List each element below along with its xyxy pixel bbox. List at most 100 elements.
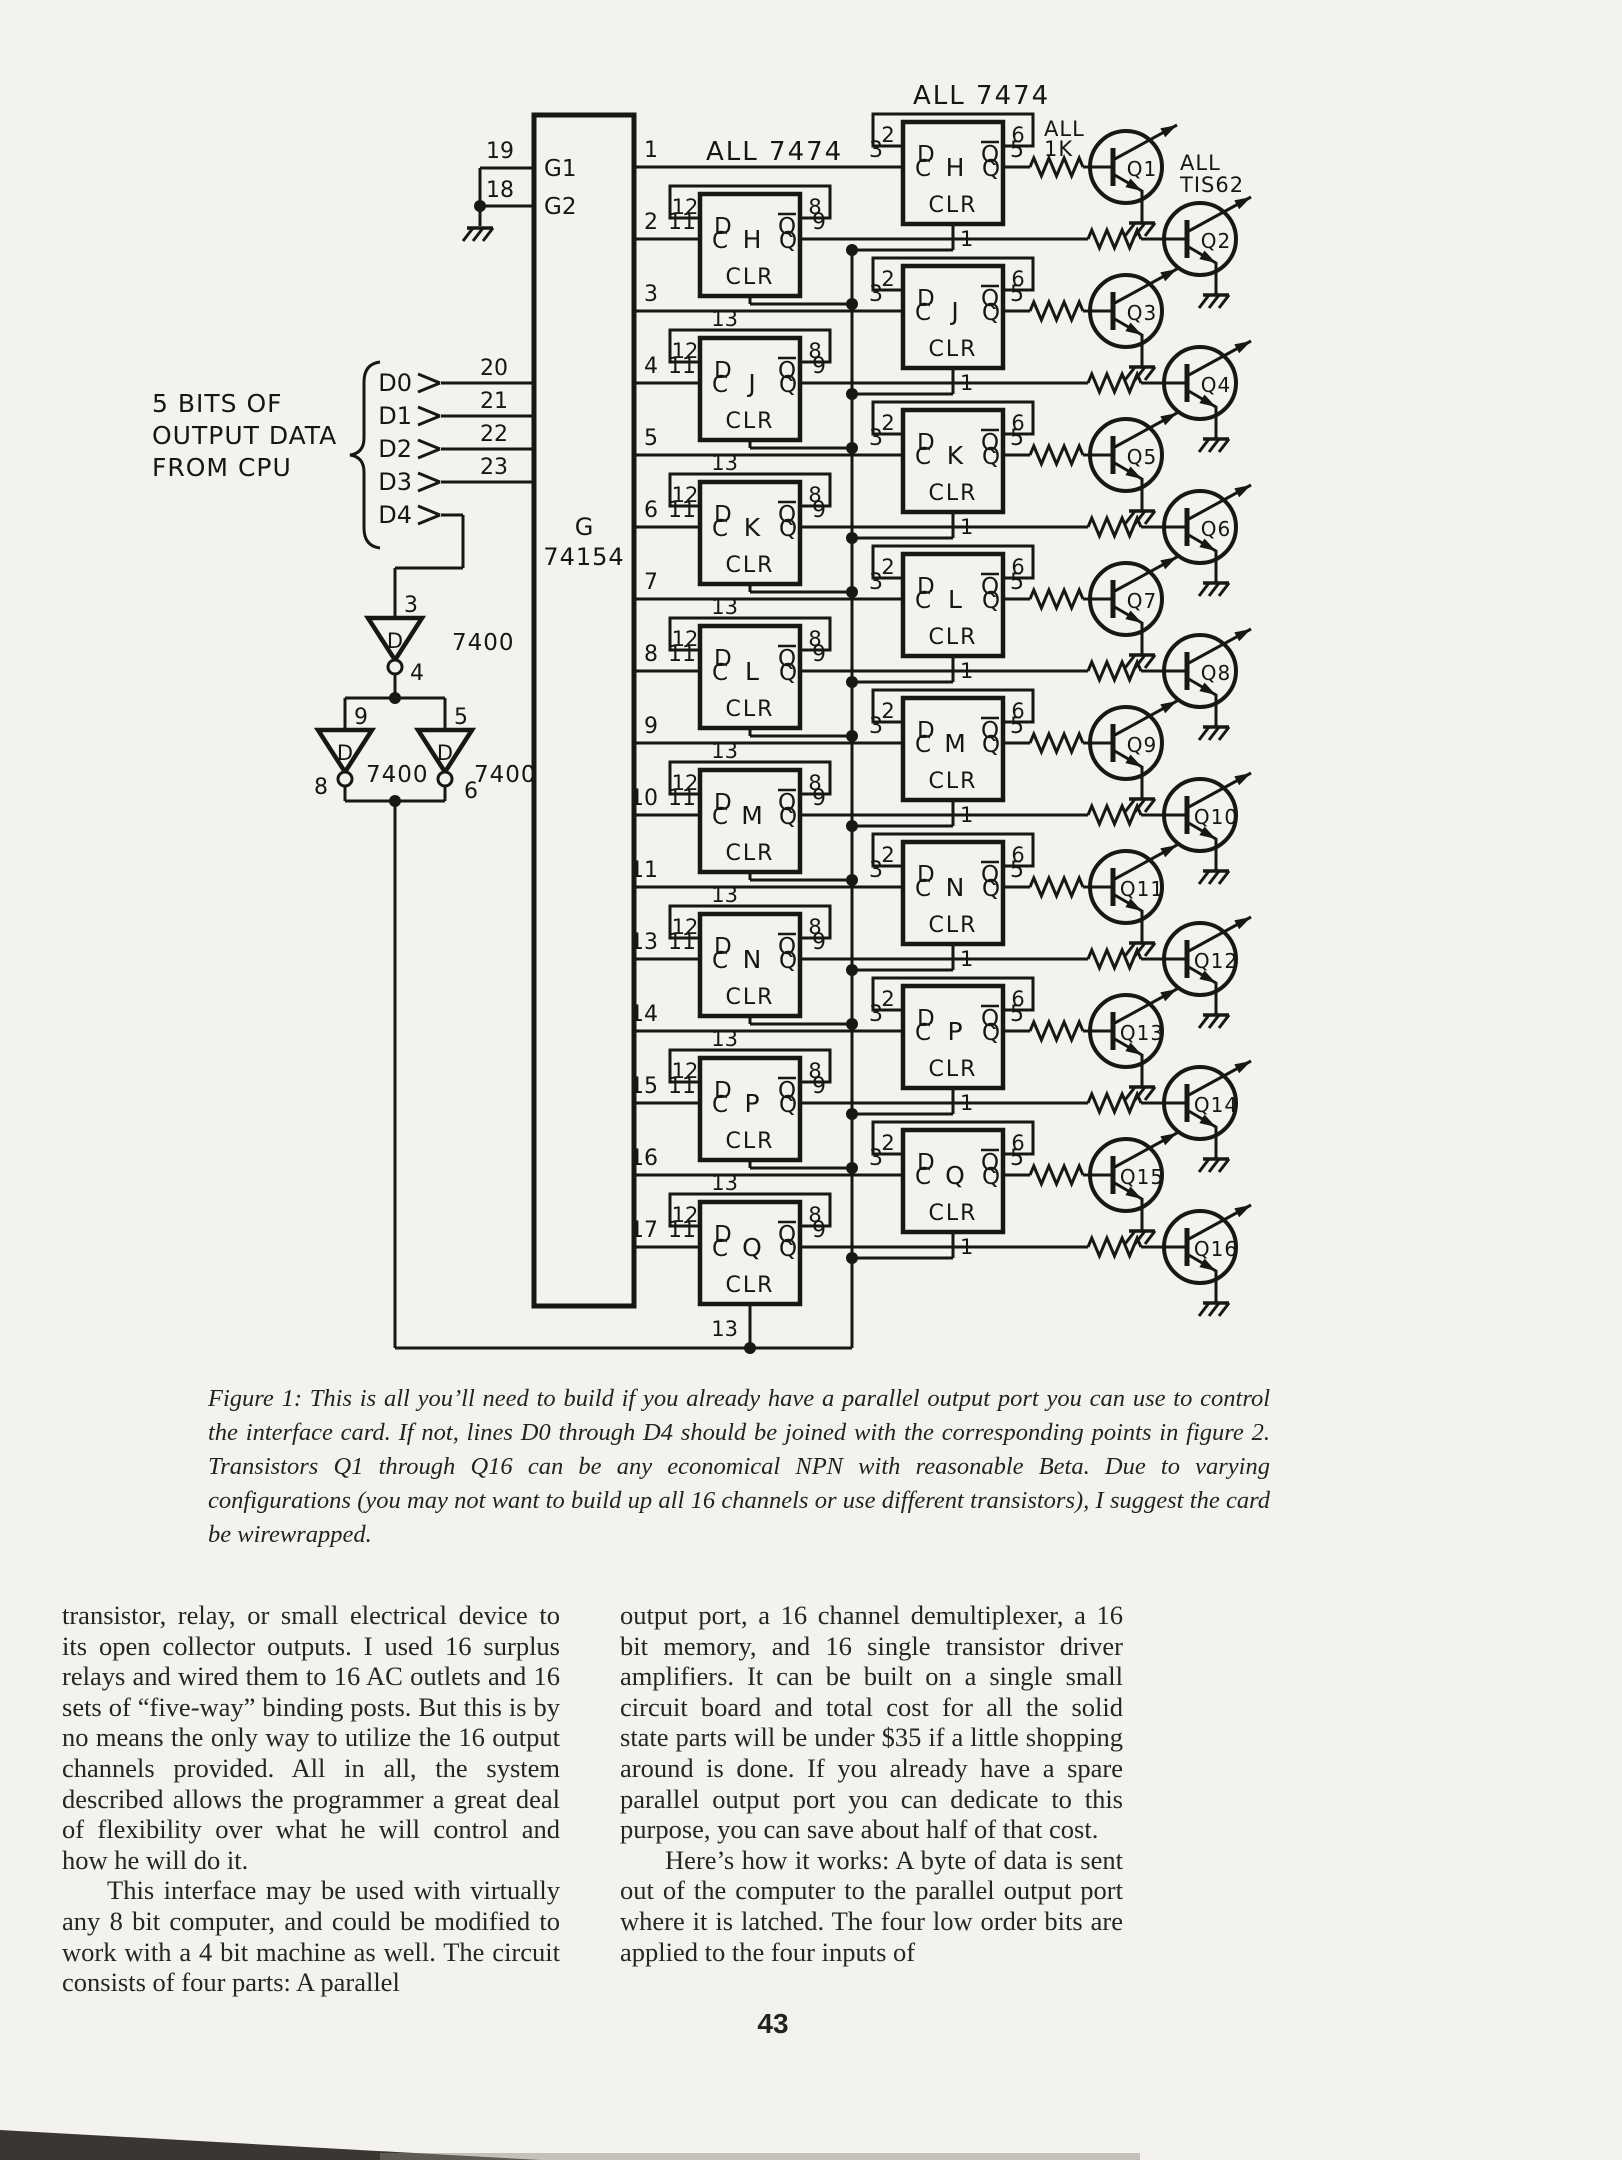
svg-text:CLR: CLR	[726, 265, 775, 290]
svg-text:Q: Q	[982, 588, 1000, 614]
svg-text:11: 11	[668, 1074, 696, 1099]
svg-text:5: 5	[644, 426, 658, 451]
svg-text:12: 12	[672, 771, 699, 795]
svg-text:D: D	[917, 1150, 935, 1176]
transistor-Q6: Q6	[1162, 483, 1252, 597]
svg-text:12: 12	[672, 339, 699, 363]
svg-text:D: D	[917, 430, 935, 456]
svg-text:11: 11	[668, 930, 696, 955]
svg-text:12: 12	[672, 1203, 699, 1227]
svg-text:Q: Q	[778, 502, 796, 528]
svg-text:Q: Q	[981, 574, 999, 600]
transistor-Q13: Q13	[1088, 987, 1178, 1101]
transistor-Q12: Q12	[1162, 915, 1252, 1029]
svg-text:C: C	[712, 804, 728, 830]
figure-caption: Figure 1: This is all you’ll need to bui…	[208, 1385, 1270, 1548]
svg-text:Q: Q	[982, 156, 1000, 182]
svg-text:Q: Q	[779, 1092, 797, 1118]
svg-text:9: 9	[812, 210, 826, 235]
svg-text:Q: Q	[981, 1150, 999, 1176]
svg-text:22: 22	[480, 422, 508, 447]
svg-text:2: 2	[881, 699, 894, 723]
svg-text:CLR: CLR	[929, 481, 978, 506]
svg-text:OUTPUT DATA: OUTPUT DATA	[152, 421, 337, 450]
ground-icon	[1197, 725, 1231, 741]
svg-text:Q: Q	[982, 1164, 1000, 1190]
svg-text:D: D	[714, 646, 732, 672]
svg-text:1: 1	[644, 138, 658, 163]
svg-text:Q: Q	[945, 1161, 965, 1190]
svg-text:7: 7	[644, 570, 658, 595]
svg-text:C: C	[712, 372, 728, 398]
svg-text:2: 2	[881, 267, 894, 291]
svg-text:8: 8	[808, 195, 821, 219]
svg-text:D1: D1	[378, 402, 412, 430]
transistor-Q2: Q2	[1162, 195, 1252, 309]
svg-text:13: 13	[711, 1317, 738, 1341]
svg-text:D: D	[917, 718, 935, 744]
svg-text:M: M	[944, 729, 966, 758]
inverter-gate-7400: D	[413, 727, 477, 788]
svg-text:Q8: Q8	[1201, 661, 1231, 685]
svg-text:6: 6	[1011, 1131, 1024, 1155]
svg-text:CLR: CLR	[726, 697, 775, 722]
svg-text:D: D	[917, 286, 935, 312]
svg-text:1: 1	[960, 803, 973, 827]
svg-text:D3: D3	[378, 468, 412, 496]
svg-text:Q13: Q13	[1120, 1021, 1164, 1045]
svg-text:C: C	[915, 300, 931, 326]
svg-text:2: 2	[881, 987, 894, 1011]
svg-text:TIS62: TIS62	[1179, 173, 1244, 197]
svg-text:P: P	[947, 1017, 962, 1046]
svg-text:Q: Q	[778, 646, 796, 672]
transistor-Q9: Q9	[1088, 699, 1178, 813]
svg-text:CLR: CLR	[726, 985, 775, 1010]
svg-text:2: 2	[881, 123, 894, 147]
svg-text:J: J	[746, 369, 755, 398]
svg-text:10: 10	[630, 786, 658, 811]
transistor-Q3: Q3	[1088, 267, 1178, 381]
ground-icon	[1197, 869, 1231, 885]
svg-text:7400: 7400	[474, 762, 537, 788]
transistor-Q4: Q4	[1162, 339, 1252, 453]
svg-text:Q: Q	[779, 948, 797, 974]
svg-text:12: 12	[672, 915, 699, 939]
svg-text:1: 1	[960, 1091, 973, 1115]
page-number: 43	[757, 2008, 789, 2039]
svg-text:L: L	[745, 657, 759, 686]
svg-text:CLR: CLR	[726, 553, 775, 578]
svg-text:Q7: Q7	[1127, 589, 1157, 613]
svg-text:Q: Q	[779, 804, 797, 830]
svg-text:J: J	[949, 297, 958, 326]
svg-text:C: C	[915, 156, 931, 182]
scan-edge-artifact	[380, 2153, 1140, 2160]
svg-text:CLR: CLR	[929, 337, 978, 362]
ground-icon	[1197, 581, 1231, 597]
svg-text:9: 9	[812, 642, 826, 667]
svg-text:D: D	[917, 142, 935, 168]
svg-text:11: 11	[668, 210, 696, 235]
svg-text:2: 2	[881, 411, 894, 435]
svg-text:1: 1	[960, 1235, 973, 1259]
ground-icon	[461, 226, 495, 242]
svg-text:H: H	[743, 225, 762, 254]
svg-text:C: C	[712, 660, 728, 686]
svg-text:8: 8	[808, 339, 821, 363]
svg-text:11: 11	[668, 642, 696, 667]
svg-text:1: 1	[960, 227, 973, 251]
svg-text:7400: 7400	[452, 630, 515, 656]
inverter-gate-7400: D	[363, 615, 427, 676]
svg-text:11: 11	[668, 1218, 696, 1243]
svg-text:7400: 7400	[366, 762, 429, 788]
svg-text:Q: Q	[779, 1236, 797, 1262]
svg-text:5: 5	[1010, 858, 1024, 883]
